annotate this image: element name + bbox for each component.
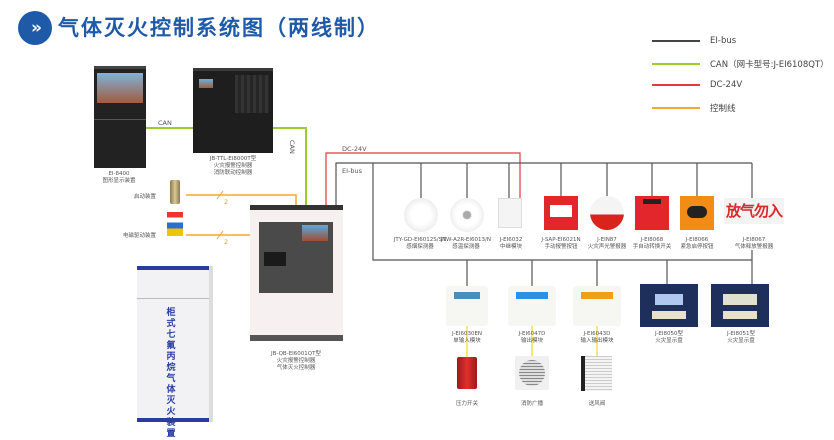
device-label: 压力开关 [455, 401, 479, 407]
relay-module-device [498, 198, 522, 228]
main-controller-device [193, 68, 273, 153]
legend-swatch [652, 107, 700, 109]
dc24v-label: DC-24V [342, 145, 367, 153]
control-slash-2 [216, 230, 224, 240]
gas-controller-label: JB-QB-EI6001QT型火灾报警控制器气体灭火控制器 [271, 351, 321, 371]
legend-swatch [652, 63, 700, 65]
control-slash-1 [216, 190, 224, 200]
gas-cabinet-device: 柜式七氟丙烷气体灭火装置 [137, 266, 209, 439]
air-supply-valve-device [581, 356, 612, 391]
eibus-wire [335, 162, 753, 261]
start-valve-label: 启动装置 [134, 194, 157, 200]
legend-swatch [652, 40, 700, 42]
device-label: 送风阀 [588, 401, 606, 407]
controller-screen [199, 79, 213, 88]
cabinet-text: 柜式七氟丙烷气体灭火装置 [166, 308, 176, 439]
control-wire-1 [186, 194, 297, 205]
controller-screen [302, 225, 328, 241]
graphic-display-device [94, 66, 146, 168]
dc24v-wire [325, 152, 521, 205]
pressure-switch-device [457, 357, 477, 389]
legend-item-eibus: EI-bus [652, 36, 736, 46]
solenoid-driver-device [167, 212, 183, 242]
can-label: CAN [158, 119, 172, 127]
smoke-detector-device [404, 198, 438, 232]
eibus-drops [420, 163, 753, 286]
main-controller-label: JB-TTL-EI8000T型火灾报警控制器消防联动控制器 [209, 156, 257, 176]
display-screen [97, 73, 143, 103]
double-chevron-icon: » [18, 11, 52, 45]
start-valve-device [170, 180, 180, 204]
single-input-module-device [446, 286, 488, 326]
page-title: 气体灭火控制系统图（两线制） [58, 16, 380, 40]
device-label: J-EI8051型火灾显示盘 [726, 331, 756, 344]
manual-alarm-button-device [544, 196, 578, 230]
legend-label: DC-24V [710, 80, 743, 90]
eibus-label: EI-bus [342, 167, 363, 175]
control-count-2: 2 [224, 238, 229, 246]
auto-manual-switch-device [635, 196, 669, 230]
emergency-stop-button-device [680, 196, 714, 230]
output-module-device [508, 286, 556, 326]
legend-label: 控制线 [710, 104, 736, 114]
gas-release-alarm-device: 放气勿入 [724, 198, 784, 224]
device-label: 消防广播 [520, 401, 544, 407]
legend-item-control: 控制线 [652, 102, 736, 114]
legend-item-can: CAN（网卡型号:J-EI6108QT） [652, 58, 829, 70]
fire-display-panel-1-device [640, 284, 698, 327]
fire-broadcast-speaker-device [515, 356, 549, 390]
io-module-device [573, 286, 621, 326]
legend-swatch [652, 84, 700, 86]
control-count-1: 2 [224, 198, 229, 206]
legend-label: CAN（网卡型号:J-EI6108QT） [710, 60, 829, 70]
device-label: J-EI8050型火灾显示盘 [654, 331, 684, 344]
fire-display-panel-2-device [711, 284, 769, 327]
can-label-vertical: CAN [288, 140, 296, 154]
legend-label: EI-bus [710, 36, 737, 46]
sound-light-alarm-device [590, 196, 624, 230]
legend-item-dc24v: DC-24V [652, 80, 742, 90]
can-wire-controller [272, 127, 307, 205]
gas-controller-device [250, 205, 343, 341]
solenoid-driver-label: 电磁驱动装置 [123, 233, 157, 239]
heat-detector-device [450, 198, 484, 232]
